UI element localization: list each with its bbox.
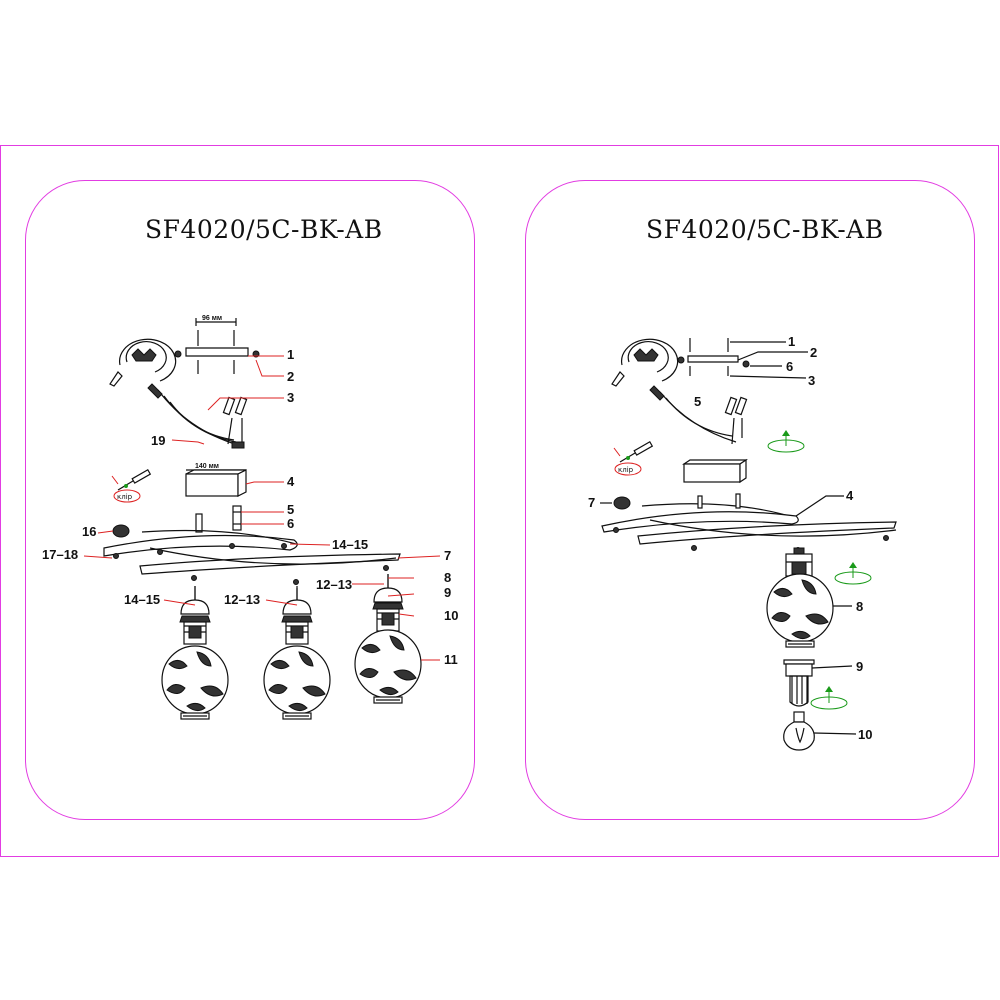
left-clip-text: клip bbox=[117, 493, 133, 501]
label-12-13-pendant: 12–13 bbox=[224, 592, 260, 607]
right-label-2: 2 bbox=[810, 345, 817, 360]
label-7: 7 bbox=[444, 548, 451, 563]
label-19: 19 bbox=[151, 433, 165, 448]
left-panel-title: SF4020/5C-BK-AB bbox=[145, 215, 383, 244]
right-label-9: 9 bbox=[856, 659, 863, 674]
label-9: 9 bbox=[444, 585, 451, 600]
label-14-15-pendant: 14–15 bbox=[124, 592, 160, 607]
label-12-13-right: 12–13 bbox=[316, 577, 352, 592]
right-panel-title: SF4020/5C-BK-AB bbox=[646, 215, 884, 244]
label-3: 3 bbox=[287, 390, 294, 405]
label-4: 4 bbox=[287, 474, 295, 489]
label-2: 2 bbox=[287, 369, 294, 384]
right-label-6: 6 bbox=[786, 359, 793, 374]
right-panel bbox=[525, 180, 975, 820]
right-label-7: 7 bbox=[588, 495, 595, 510]
label-16: 16 bbox=[82, 524, 96, 539]
label-8: 8 bbox=[444, 570, 451, 585]
label-10: 10 bbox=[444, 608, 458, 623]
right-label-3: 3 bbox=[808, 373, 815, 388]
right-clip-text: клip bbox=[618, 466, 634, 474]
dimension-96: 96 мм bbox=[202, 315, 222, 322]
right-label-4: 4 bbox=[846, 488, 854, 503]
label-5: 5 bbox=[287, 502, 294, 517]
label-14-15-top: 14–15 bbox=[332, 537, 368, 552]
right-label-8: 8 bbox=[856, 599, 863, 614]
sheet-border bbox=[0, 145, 999, 857]
left-panel bbox=[25, 180, 475, 820]
label-17-18: 17–18 bbox=[42, 547, 78, 562]
label-11: 11 bbox=[444, 652, 458, 667]
right-label-5: 5 bbox=[694, 394, 701, 409]
label-1: 1 bbox=[287, 347, 294, 362]
right-exploded-view: клip bbox=[588, 334, 897, 751]
right-label-1: 1 bbox=[788, 334, 795, 349]
right-label-10: 10 bbox=[858, 727, 872, 742]
dimension-140: 140 мм bbox=[195, 463, 219, 470]
label-6: 6 bbox=[287, 516, 294, 531]
left-exploded-view: 96 мм 140 мм bbox=[42, 315, 458, 720]
